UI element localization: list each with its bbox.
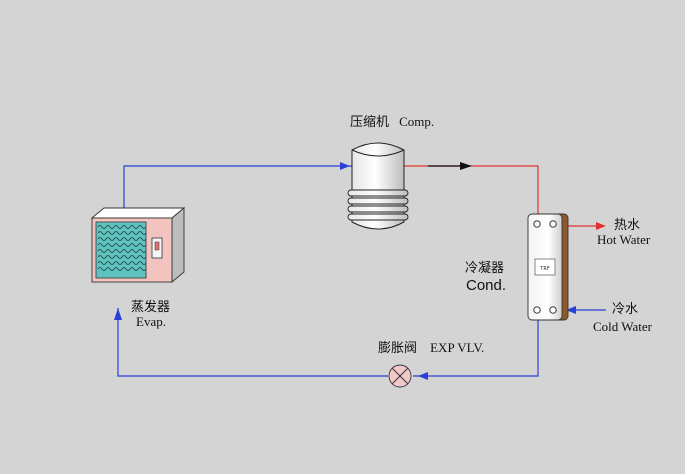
condenser-label-cn: 冷凝器 [465,260,504,276]
suction-arrow [340,162,350,170]
condenser-icon: TRF [527,213,569,321]
expansion-valve-label-cn: 膨胀阀 [378,341,417,356]
cold-water-label-cn: 冷水 [612,302,638,317]
suction-line [123,165,352,212]
return-arrow [114,308,122,320]
expansion-valve-label-en: EXP VLV. [430,340,484,355]
evaporator-coil-wave [97,249,147,253]
discharge-arrow [460,162,472,170]
hot-water-label-cn: 热水 [614,218,640,233]
condenser-badge: TRF [539,266,550,272]
compressor-label-cn: 压缩机 [350,114,389,130]
evaporator-coil-wave [97,225,147,229]
evaporator-icon [90,207,186,283]
cold-water-label-en: Cold Water [593,319,653,334]
liquid-arrow [418,372,428,380]
discharge-line [404,165,539,216]
cold-water-arrow [566,306,576,314]
expansion-valve-icon [388,364,412,388]
expansion-valve-label: 膨胀阀 EXP VLV. [378,337,484,356]
evaporator-label-en: Evap. [136,314,166,329]
evaporator-coil-wave [97,261,147,265]
liquid-line [413,318,539,377]
compressor-label-en: Comp. [399,114,434,129]
evaporator-coil-wave [97,243,147,247]
condenser-label-en: Cond. [466,277,506,294]
evaporator-label-cn: 蒸发器 [131,299,170,315]
evaporator-coil-wave [97,231,147,235]
evaporator-coil-wave [97,237,147,241]
hot-water-label-en: Hot Water [597,232,651,247]
return-line [117,308,388,377]
compressor-icon [347,142,409,230]
evaporator-coil-wave [97,267,147,271]
compressor-label: 压缩机 Comp. [350,111,434,130]
hot-water-arrow [596,222,606,230]
evaporator-coil-wave [97,255,147,259]
